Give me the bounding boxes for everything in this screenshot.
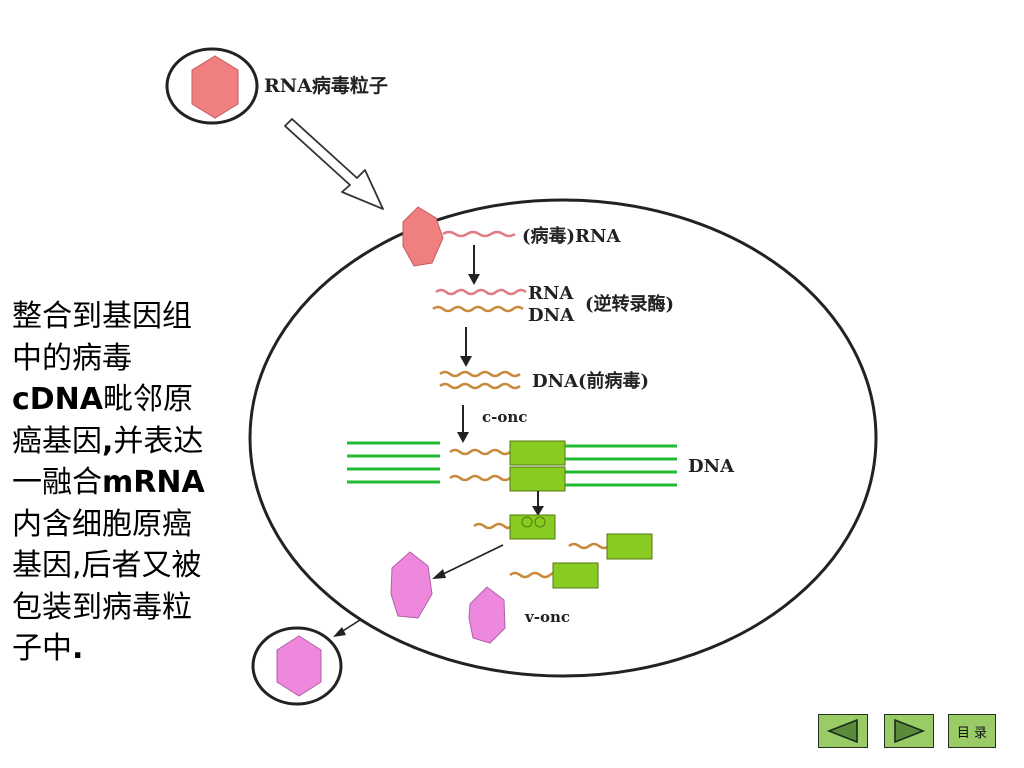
- new-virus-particle-2: [468, 586, 506, 644]
- label-reverse-transcriptase: (逆转录酶): [585, 293, 674, 315]
- triangle-right-icon: [894, 718, 926, 744]
- exit-arrow: [333, 619, 361, 637]
- label-dna: DNA: [528, 305, 575, 326]
- explanation-mrna: mRNA: [102, 465, 205, 500]
- explanation-part-5: 并表达 一融合: [12, 423, 204, 501]
- entry-arrow: [284, 118, 384, 210]
- explanation-cdna: cDNA: [12, 382, 104, 417]
- integrated-provirus-2: [449, 474, 511, 482]
- fusion-mrna-1-strand: [473, 522, 512, 530]
- arrow-down-4: [532, 491, 544, 516]
- arrow-down-1: [468, 245, 480, 285]
- provirus-dna-strand-1: [439, 370, 521, 378]
- explanation-period: .: [72, 631, 84, 666]
- new-virus-particle-1: [390, 551, 433, 619]
- toc-label: 目 录: [956, 725, 988, 741]
- label-v-onc: v-onc: [524, 608, 570, 626]
- previous-button[interactable]: [818, 714, 868, 748]
- hybrid-rna-strand: [435, 288, 527, 296]
- label-viral-rna: (病毒)RNA: [522, 225, 621, 247]
- provirus-dna-strand-2: [439, 382, 521, 390]
- label-virus-particle: RNA病毒粒子: [264, 74, 388, 97]
- integrated-provirus-1: [449, 448, 511, 456]
- fusion-mrna-2-gene: [606, 533, 653, 560]
- fusion-mrna-3-gene: [552, 562, 599, 589]
- explanation-part-3: 毗邻原 癌基因: [12, 382, 194, 459]
- fusion-mrna-1-gene: [509, 514, 556, 540]
- next-button[interactable]: [884, 714, 934, 748]
- triangle-left-icon: [826, 718, 858, 744]
- c-onc-gene-2: [509, 466, 566, 492]
- label-rna: RNA: [528, 283, 574, 304]
- fusion-mrna-3-strand: [509, 571, 557, 579]
- explanation-comma: ,: [102, 423, 114, 459]
- label-host-dna: DNA: [688, 456, 735, 477]
- host-cell: [248, 198, 878, 678]
- explanation-part-7: 内含细胞原癌 基因,后者又被 包装到病毒粒 子中: [12, 506, 202, 666]
- hybrid-dna-strand: [432, 305, 524, 313]
- virus-capsid-inside: [402, 206, 444, 267]
- fusion-mrna-2-strand: [568, 542, 610, 550]
- fusion-mrna-1-mark-b: [534, 516, 546, 528]
- label-c-onc: c-onc: [482, 408, 527, 426]
- arrow-down-3: [457, 405, 469, 443]
- arrow-down-2: [460, 327, 472, 367]
- explanation-text: 整合到基因组 中的病毒 cDNA毗邻原 癌基因,并表达 一融合mRNA 内含细胞…: [12, 296, 237, 670]
- host-dna: [347, 441, 677, 487]
- virus-particle-released: [251, 626, 343, 706]
- label-provirus: DNA(前病毒): [532, 370, 649, 392]
- arrow-to-packaging: [432, 544, 504, 579]
- c-onc-gene-1: [509, 440, 566, 466]
- explanation-part-1: 整合到基因组 中的病毒: [12, 299, 192, 376]
- viral-rna-strand: [442, 230, 516, 238]
- table-of-contents-button[interactable]: 目 录: [948, 714, 996, 748]
- virus-particle-top: [165, 47, 259, 125]
- fusion-mrna-1-mark-a: [521, 516, 533, 528]
